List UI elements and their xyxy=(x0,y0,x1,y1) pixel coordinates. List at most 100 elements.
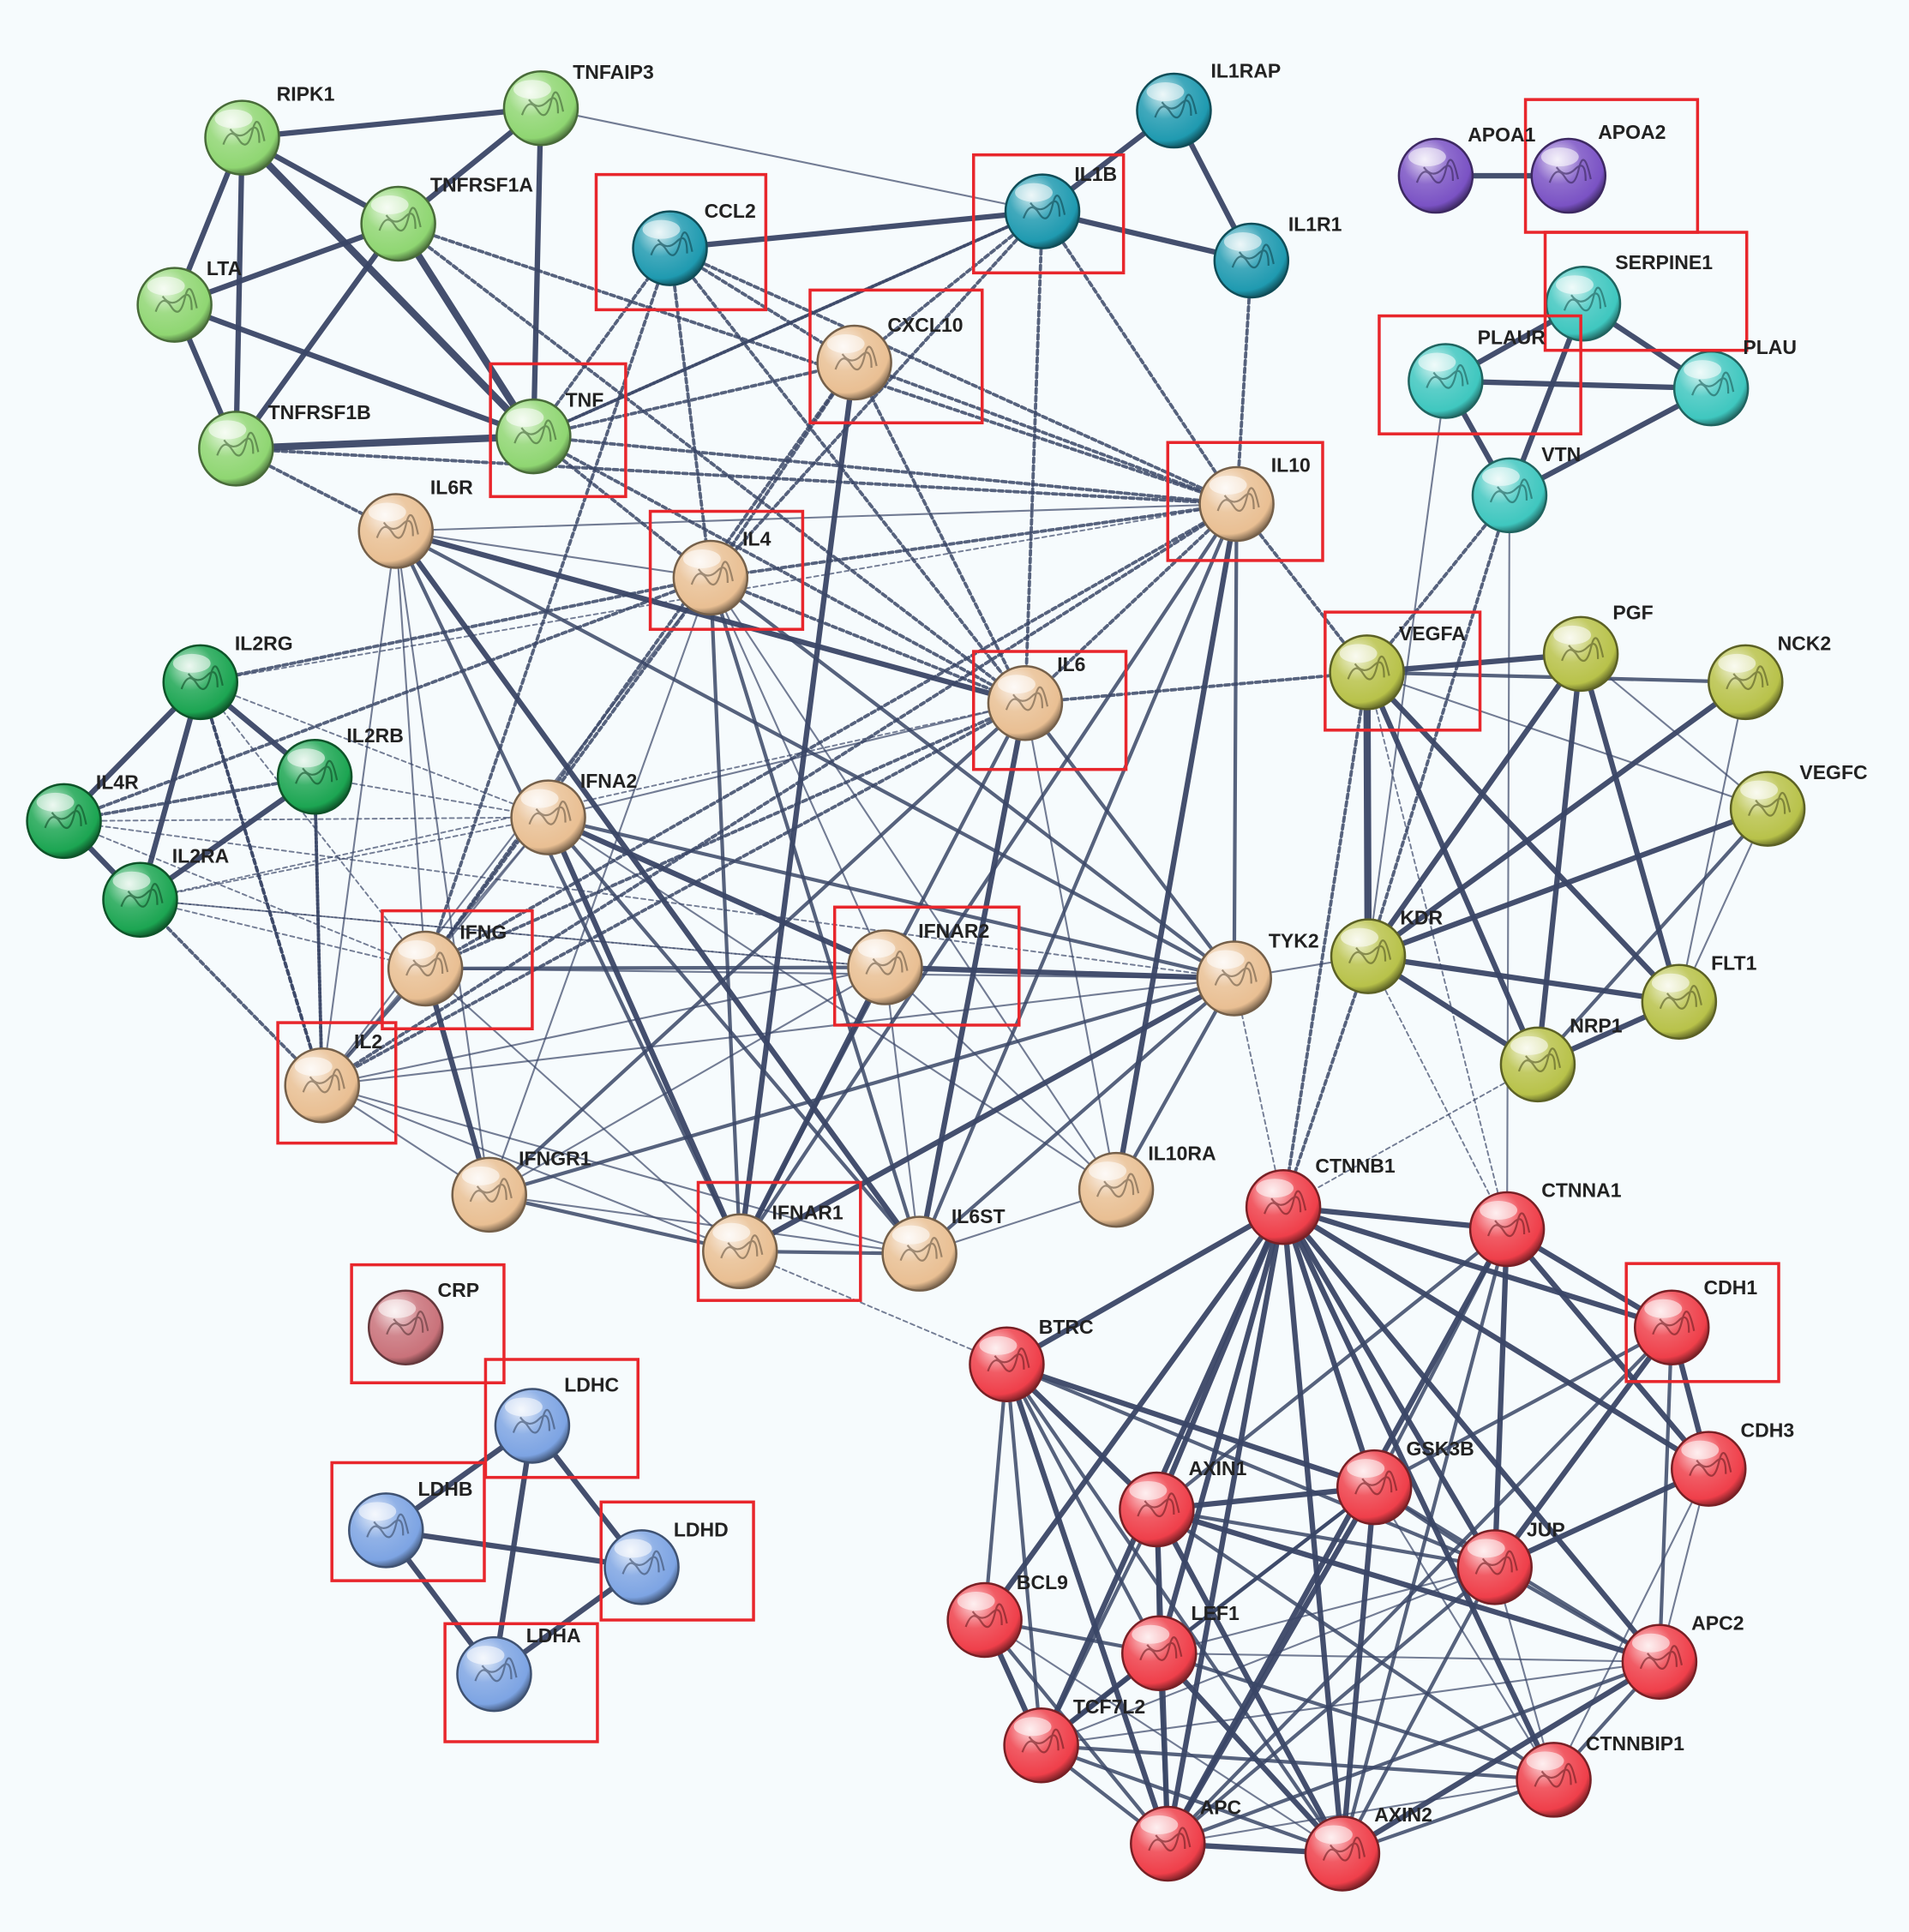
node-ifngr1[interactable] xyxy=(451,1156,527,1233)
node-ifnar1[interactable] xyxy=(702,1213,778,1290)
node-vegfc[interactable] xyxy=(1729,771,1806,847)
node-tcf7l2[interactable] xyxy=(1003,1707,1079,1784)
highlight-box-cdh1 xyxy=(1624,1262,1780,1383)
node-label-tnfrsf1b: TNFRSF1B xyxy=(268,401,371,423)
node-ldhc[interactable] xyxy=(494,1388,571,1464)
node-cxcl10[interactable] xyxy=(816,324,892,401)
node-ifnar2[interactable] xyxy=(847,929,923,1005)
node-tnf[interactable] xyxy=(495,398,572,475)
node-crp[interactable] xyxy=(367,1289,444,1365)
node-pgf[interactable] xyxy=(1542,615,1619,693)
node-nck2[interactable] xyxy=(1708,644,1784,721)
node-ldha[interactable] xyxy=(456,1635,532,1713)
node-il1b[interactable] xyxy=(1004,173,1081,249)
node-ccl2[interactable] xyxy=(632,210,708,286)
edge-il2rb-il2 xyxy=(313,775,324,1088)
node-il1rap[interactable] xyxy=(1136,72,1212,149)
structure-icon xyxy=(180,665,224,691)
node-il2[interactable] xyxy=(284,1047,360,1124)
node-label-il2: IL2 xyxy=(354,1030,382,1053)
edge-axin1-apc2 xyxy=(1154,1506,1663,1665)
node-ripk1[interactable] xyxy=(204,99,280,176)
structure-icon xyxy=(1726,665,1769,691)
node-label-tyk2: TYK2 xyxy=(1269,930,1319,952)
node-il2rg[interactable] xyxy=(162,644,238,721)
node-tnfrsf1b[interactable] xyxy=(198,411,274,487)
node-flt1[interactable] xyxy=(1641,963,1718,1040)
edge-il6-il10ra xyxy=(1024,702,1118,1191)
edge-ctnna1-cdh3 xyxy=(1504,1226,1712,1472)
node-tnfrsf1a[interactable] xyxy=(360,185,436,262)
node-il4r[interactable] xyxy=(26,783,102,860)
structure-icon xyxy=(120,883,164,908)
edge-il2-il6st xyxy=(321,1084,921,1255)
node-gsk3b[interactable] xyxy=(1336,1449,1413,1526)
node-kdr[interactable] xyxy=(1330,918,1407,994)
edge-il2-ifnar1 xyxy=(321,1084,741,1252)
node-il6st[interactable] xyxy=(881,1215,958,1292)
node-apoa1[interactable] xyxy=(1397,137,1474,214)
structure-icon xyxy=(216,431,260,457)
edge-nrp1-ctnnb1 xyxy=(1282,1063,1539,1209)
node-il1r1[interactable] xyxy=(1213,222,1290,299)
node-apoa2[interactable] xyxy=(1530,137,1607,214)
edge-tnfrsf1a-tnf xyxy=(394,219,537,441)
structure-icon xyxy=(1322,1836,1366,1862)
node-label-axin1: AXIN1 xyxy=(1189,1457,1247,1479)
node-il2ra[interactable] xyxy=(102,861,178,938)
structure-icon xyxy=(375,513,419,539)
node-tnfaip3[interactable] xyxy=(502,69,579,147)
structure-icon xyxy=(366,1513,410,1539)
node-axin1[interactable] xyxy=(1119,1471,1195,1548)
node-tyk2[interactable] xyxy=(1196,940,1272,1017)
node-label-ctnna1: CTNNA1 xyxy=(1541,1179,1621,1202)
node-ctnna1[interactable] xyxy=(1468,1191,1546,1268)
node-jup[interactable] xyxy=(1456,1529,1533,1605)
edge-il1b-il10 xyxy=(1041,209,1239,506)
edge-tnfrsf1b-tnf xyxy=(232,432,537,453)
node-ldhb[interactable] xyxy=(348,1492,424,1569)
node-ifna2[interactable] xyxy=(510,779,586,855)
node-nrp1[interactable] xyxy=(1499,1026,1576,1103)
node-apc2[interactable] xyxy=(1621,1623,1698,1701)
node-label-vtn: VTN xyxy=(1541,443,1581,465)
node-il6[interactable] xyxy=(987,664,1064,741)
node-bcl9[interactable] xyxy=(946,1581,1023,1659)
edge-btrc-jup xyxy=(1005,1362,1497,1569)
edge-ripk1-tnfrsf1b xyxy=(233,135,245,452)
node-il10ra[interactable] xyxy=(1078,1151,1155,1228)
node-apc[interactable] xyxy=(1130,1805,1206,1882)
node-plau[interactable] xyxy=(1672,350,1750,427)
node-plaur[interactable] xyxy=(1408,343,1484,419)
node-axin2[interactable] xyxy=(1304,1815,1381,1892)
node-label-il1b: IL1B xyxy=(1074,163,1117,185)
node-il6r[interactable] xyxy=(357,493,434,569)
node-ifng[interactable] xyxy=(387,930,464,1007)
node-vegfa[interactable] xyxy=(1329,634,1405,711)
edge-il4r-ifng xyxy=(63,819,427,969)
node-label-lta: LTA xyxy=(207,257,242,279)
node-ctnnbip1[interactable] xyxy=(1516,1742,1592,1818)
node-cdh3[interactable] xyxy=(1671,1431,1747,1507)
node-ctnnb1[interactable] xyxy=(1245,1168,1322,1245)
edge-axin1-tcf7l2 xyxy=(1039,1507,1159,1748)
highlight-box-ldha xyxy=(443,1622,599,1743)
edge-tcf7l2-ctnnbip1 xyxy=(1039,1743,1556,1782)
structure-icon xyxy=(1652,1311,1696,1335)
node-cdh1[interactable] xyxy=(1633,1289,1710,1365)
edge-vegfa-vegfc xyxy=(1366,671,1769,810)
edge-ldhb-ldhd xyxy=(383,1527,645,1570)
edge-ctnna1-gsk3b xyxy=(1372,1227,1510,1490)
node-btrc[interactable] xyxy=(969,1326,1045,1402)
node-ldhd[interactable] xyxy=(603,1529,680,1605)
node-il10[interactable] xyxy=(1198,465,1275,543)
node-lef1[interactable] xyxy=(1121,1615,1198,1691)
node-il4[interactable] xyxy=(672,539,749,616)
node-label-vegfc: VEGFC xyxy=(1799,761,1867,783)
node-lta[interactable] xyxy=(136,267,213,343)
node-serpine1[interactable] xyxy=(1545,265,1622,342)
edge-gsk3b-axin2 xyxy=(1339,1484,1378,1857)
edge-ifnar2-ifngr1 xyxy=(488,966,886,1196)
node-vtn[interactable] xyxy=(1471,457,1548,534)
node-il2rb[interactable] xyxy=(276,739,353,815)
